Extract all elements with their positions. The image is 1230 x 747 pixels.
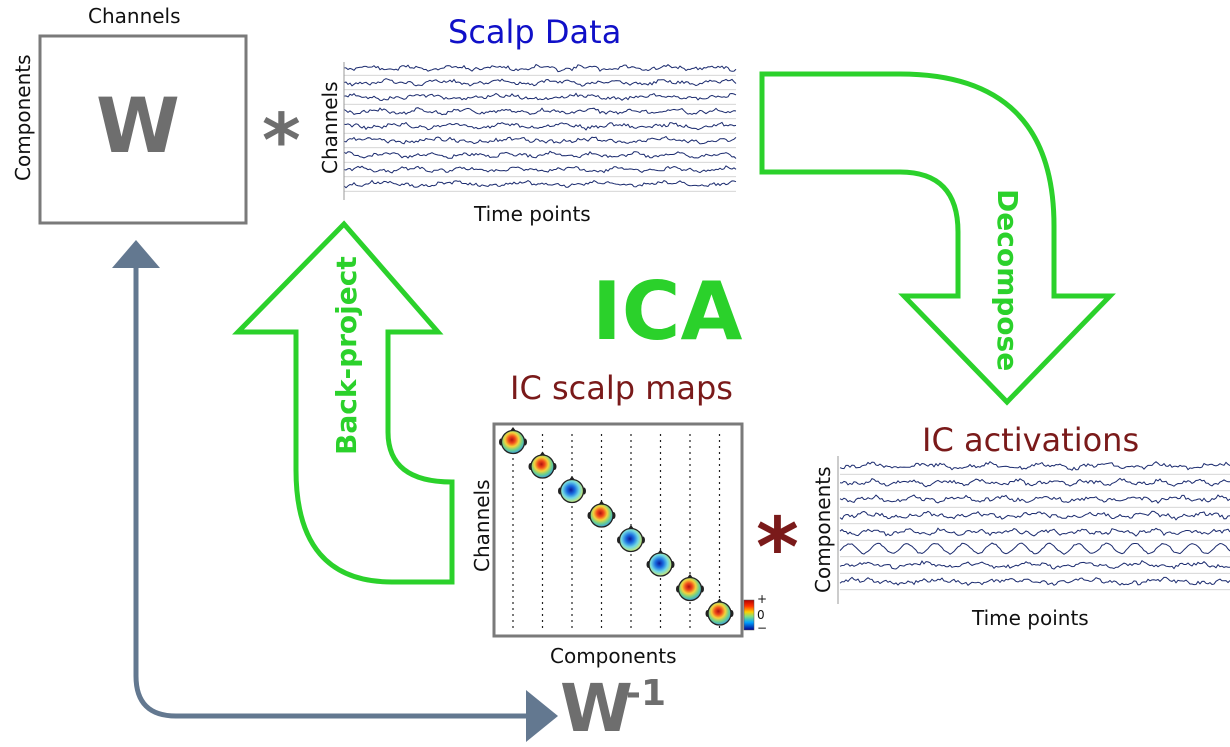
signal-trace xyxy=(343,165,737,174)
w-matrix-side-label: Components xyxy=(11,54,35,181)
multiply-symbol-bottom: * xyxy=(756,501,799,596)
connector-arrowhead-right xyxy=(526,690,558,742)
decompose-arrow xyxy=(759,71,1116,406)
colorbar xyxy=(743,599,755,631)
inverse-w-exponent: -1 xyxy=(626,673,666,714)
signal-trace xyxy=(839,461,1230,471)
colorbar-minus: − xyxy=(757,621,768,635)
colorbar-zero: 0 xyxy=(757,608,765,622)
signal-trace xyxy=(343,121,737,131)
signal-trace xyxy=(344,63,737,73)
w-matrix-box xyxy=(38,34,248,225)
scalp-map-head xyxy=(587,500,616,528)
scalp-data-traces xyxy=(343,63,737,192)
signal-trace xyxy=(343,78,737,87)
w-matrix-symbol: W xyxy=(96,81,180,170)
inverse-w-base: W xyxy=(560,670,633,747)
decompose-label: Decompose xyxy=(991,189,1024,372)
inverse-connector-line xyxy=(133,268,530,719)
signal-trace xyxy=(343,107,737,116)
back-project-arrow xyxy=(232,220,455,585)
scalp-map-head xyxy=(705,598,734,626)
ic-activations-title: IC activations xyxy=(922,421,1140,459)
ic-scalp-maps-box xyxy=(492,422,744,638)
signal-trace xyxy=(839,527,1230,537)
colorbar-plus: + xyxy=(757,592,768,606)
ic-activations-x-label: Time points xyxy=(972,606,1089,630)
scalp-map-head xyxy=(646,549,675,577)
scalp-data-y-label: Channels xyxy=(318,81,342,174)
scalp-map-head xyxy=(558,476,586,504)
signal-trace xyxy=(839,559,1230,570)
ic-activations-y-label: Components xyxy=(811,466,835,593)
signal-trace xyxy=(839,542,1230,555)
signal-trace xyxy=(343,150,737,159)
signal-trace xyxy=(343,179,737,189)
scalp-map-head xyxy=(676,574,704,602)
scalp-data-x-label: Time points xyxy=(474,202,591,226)
ic-scalp-maps-x-label: Components xyxy=(550,644,677,668)
multiply-symbol-top: * xyxy=(262,98,301,184)
scalp-map-heads xyxy=(499,427,734,626)
signal-trace xyxy=(839,494,1230,504)
scalp-map-head xyxy=(528,451,557,479)
back-project-label: Back-project xyxy=(330,256,363,455)
scalp-data-title: Scalp Data xyxy=(448,13,622,51)
signal-trace xyxy=(839,477,1230,488)
scalp-map-head xyxy=(499,427,527,455)
scalp-map-head xyxy=(617,525,645,553)
signal-trace xyxy=(343,135,737,145)
connector-arrowhead-up xyxy=(112,240,160,268)
signal-trace xyxy=(839,510,1230,521)
signal-trace xyxy=(839,576,1230,587)
ica-title: ICA xyxy=(592,265,743,358)
ic-activation-traces xyxy=(839,461,1230,591)
w-matrix-top-label: Channels xyxy=(88,4,181,28)
signal-trace xyxy=(343,92,737,102)
ic-scalp-maps-y-label: Channels xyxy=(470,479,494,572)
ic-scalp-maps-title: IC scalp maps xyxy=(510,369,733,407)
